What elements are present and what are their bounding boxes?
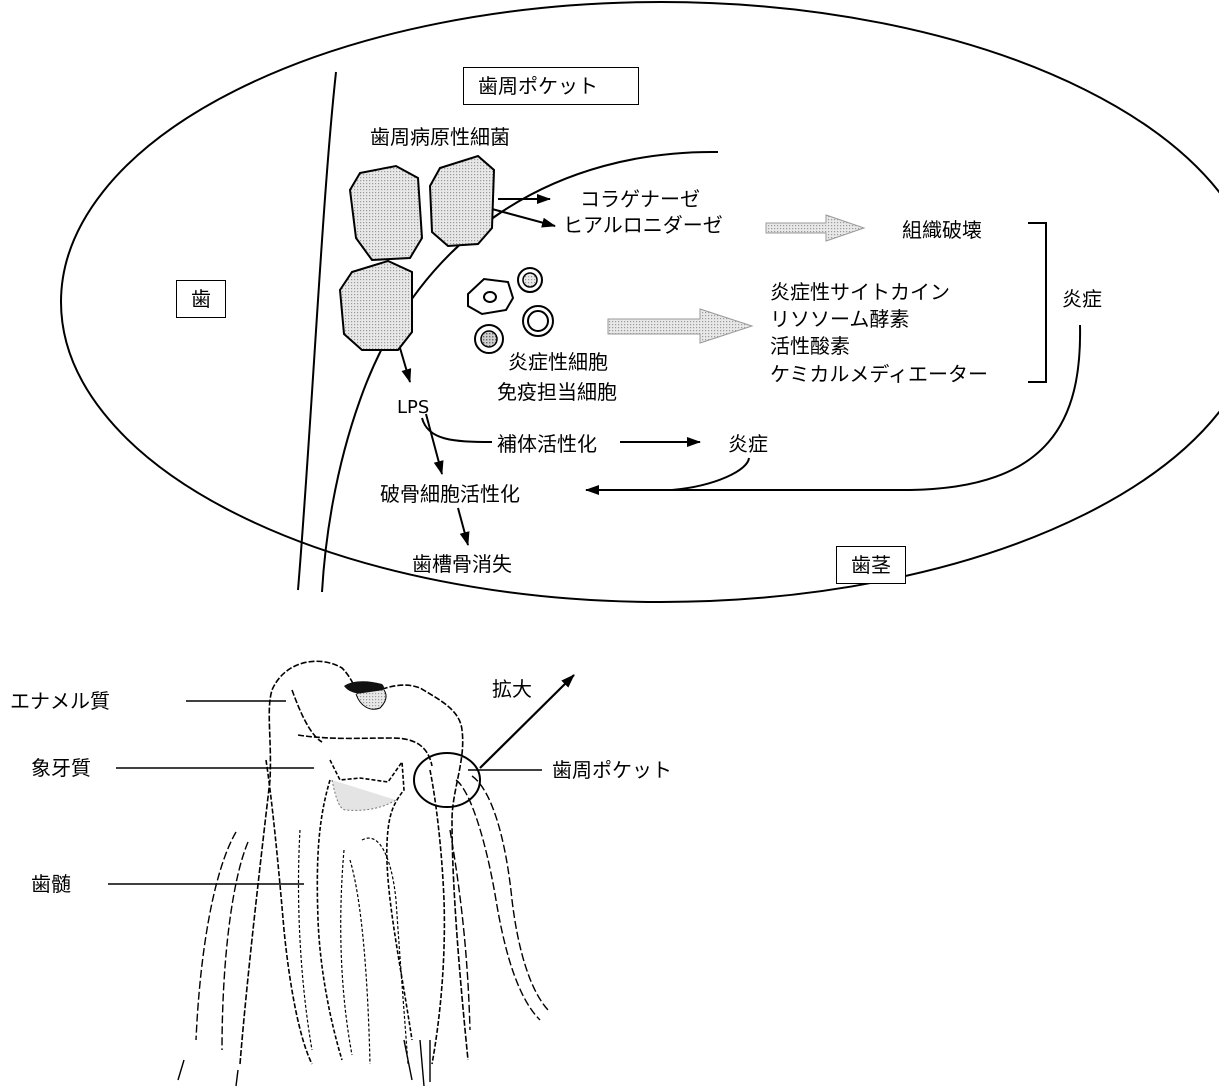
inflammatory-cells-label: 炎症性細胞 bbox=[508, 350, 608, 374]
lysosomal-enzyme-label: リソソーム酵素 bbox=[770, 307, 909, 331]
inflammatory-cytokine-label: 炎症性サイトカイン bbox=[770, 280, 950, 304]
immune-cells-label: 免疫担当細胞 bbox=[497, 380, 617, 404]
hyaluronidase-label: ヒアルロニダーゼ bbox=[563, 213, 723, 237]
active-oxygen-label: 活性酸素 bbox=[770, 334, 850, 358]
cell-nucleus bbox=[523, 273, 537, 287]
inflammation-feedback-curve bbox=[672, 325, 1080, 490]
tooth-label: 歯 bbox=[176, 280, 226, 318]
lps-label: LPS bbox=[397, 396, 429, 420]
alveolar-bone-loss-label: 歯槽骨消失 bbox=[412, 552, 512, 576]
cell-nucleus bbox=[528, 311, 548, 331]
arrow-to-lps bbox=[400, 348, 410, 382]
periodontal-pocket-top-label: 歯周ポケット bbox=[463, 67, 639, 105]
gingiva-label: 歯茎 bbox=[836, 546, 906, 584]
arrow-to-bone-loss bbox=[458, 508, 468, 545]
enamel-label: エナメル質 bbox=[10, 689, 110, 713]
inflammation-right-label: 炎症 bbox=[1062, 287, 1102, 311]
arrow-to-hyaluronidase bbox=[492, 209, 555, 226]
collagenase-label: コラゲナーゼ bbox=[580, 187, 700, 211]
bacterium-shape bbox=[340, 261, 412, 350]
bacterium-shape bbox=[350, 166, 422, 260]
complement-activation-label: 補体活性化 bbox=[497, 432, 597, 456]
arrow-to-mediators bbox=[608, 309, 752, 343]
periodontal-pocket-bottom-label: 歯周ポケット bbox=[552, 758, 672, 782]
enlarge-label: 拡大 bbox=[492, 677, 532, 701]
tooth-illustration bbox=[178, 661, 548, 1086]
pulp-label: 歯髄 bbox=[31, 872, 71, 896]
inflammation-bracket bbox=[1028, 223, 1046, 382]
cell-nucleus bbox=[481, 331, 497, 347]
cell-nucleus bbox=[484, 292, 496, 302]
arrow-to-tissue-destruction bbox=[766, 215, 864, 241]
inflammation-mid-curve bbox=[672, 458, 749, 490]
bacterium-shape bbox=[430, 156, 494, 246]
tissue-destruction-label: 組織破壊 bbox=[902, 218, 982, 242]
chemical-mediator-label: ケミカルメディエーター bbox=[770, 362, 988, 386]
pathogenic-bacteria-label: 歯周病原性細菌 bbox=[370, 125, 510, 149]
arrow-to-osteoclast bbox=[426, 414, 442, 474]
periodontal-pocket-circle bbox=[414, 753, 480, 807]
inflammation-mid-label: 炎症 bbox=[728, 432, 768, 456]
osteoclast-activation-label: 破骨細胞活性化 bbox=[380, 482, 520, 506]
dentin-label: 象牙質 bbox=[31, 756, 91, 780]
